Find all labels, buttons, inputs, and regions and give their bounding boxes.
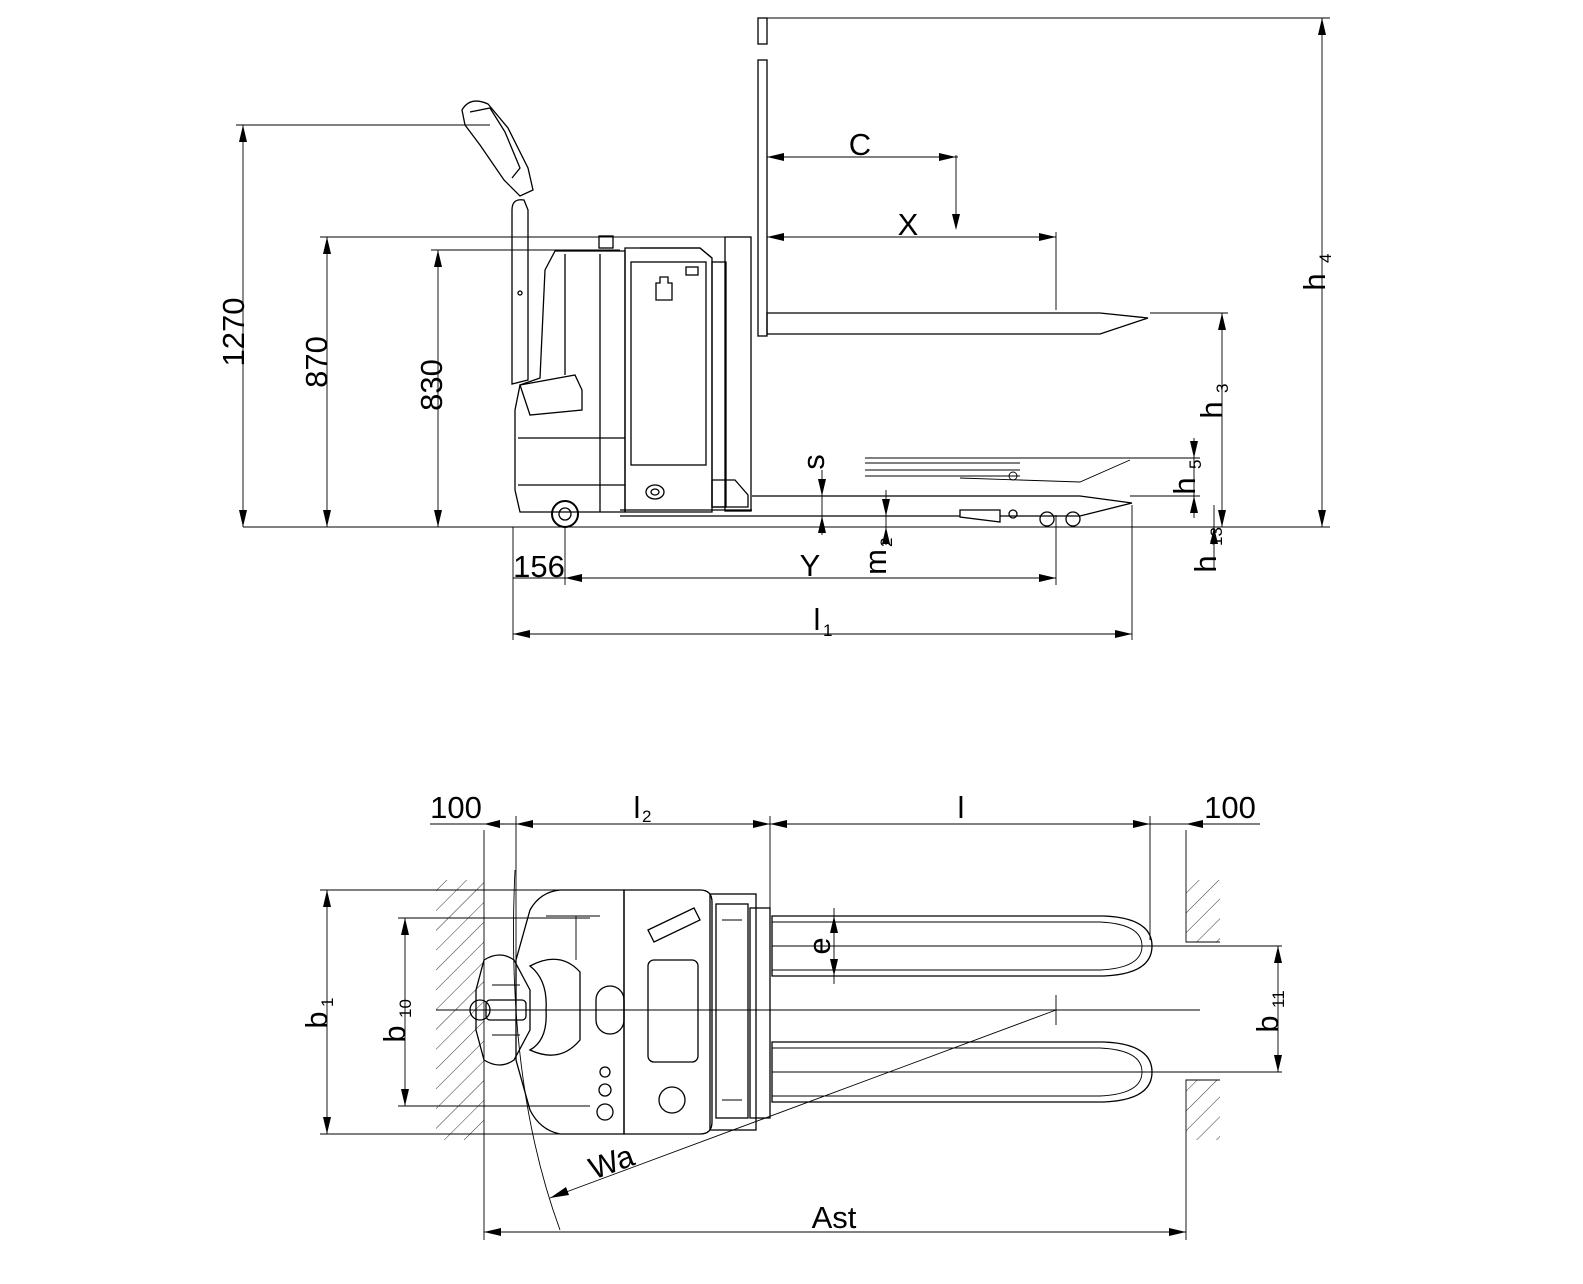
label-X: X (898, 207, 919, 242)
label-e: e (802, 937, 837, 954)
dim-top-row: 100 l 2 l 100 (430, 790, 1260, 960)
label-l: l (958, 790, 965, 825)
label-b11: b (1250, 1015, 1285, 1032)
label-s: s (796, 454, 831, 470)
drive-top (515, 889, 625, 1135)
label-156: 156 (513, 549, 565, 584)
wall-right-bottom (1186, 1080, 1220, 1140)
dim-X: X (767, 207, 1057, 310)
label-Ast: Ast (812, 1200, 857, 1235)
drive-wheel (551, 500, 579, 528)
dim-h4: h 4 (767, 17, 1335, 527)
label-b1-sub: 1 (318, 998, 337, 1007)
side-view: 1270 870 830 C (216, 17, 1335, 640)
dim-l1: l 1 (513, 505, 1133, 640)
label-l1: l (814, 602, 821, 637)
label-b10: b (377, 1025, 412, 1042)
label-l2-sub: 2 (642, 807, 651, 826)
label-C: C (849, 127, 871, 162)
turning-radius-arc (513, 869, 561, 1231)
label-100-left: 100 (430, 790, 482, 825)
label-h4-sub: 4 (1316, 254, 1335, 263)
label-h13-sub: 13 (1207, 527, 1226, 546)
label-870: 870 (299, 336, 334, 388)
dim-b11: b 11 (1250, 946, 1288, 1072)
label-h3-sub: 3 (1213, 384, 1232, 393)
label-l2: l (634, 790, 641, 825)
label-h13: h (1188, 555, 1223, 572)
dim-Ast: Ast (483, 1140, 1186, 1240)
dim-C: C (767, 127, 960, 230)
label-1270: 1270 (216, 298, 251, 367)
dim-830: 830 (414, 249, 620, 527)
label-h5: h (1167, 477, 1202, 494)
label-l1-sub: 1 (823, 621, 832, 640)
label-Wa: Wa (584, 1138, 639, 1187)
dim-h13: h 13 (1188, 505, 1226, 573)
battery-top (623, 889, 713, 1135)
top-view: Wa 100 l 2 l 100 e (299, 790, 1288, 1240)
wa-radius-line (549, 1009, 1057, 1199)
forks-lowered (865, 457, 1131, 483)
dim-1270: 1270 (216, 124, 490, 527)
dim-m2: m 2 (858, 490, 896, 575)
drive-unit (514, 235, 713, 528)
wall-right-top (1186, 880, 1220, 942)
mast (724, 17, 768, 512)
dim-156-Y: 156 Y (512, 515, 1057, 640)
carriage-top (709, 893, 771, 1131)
dim-s: s (796, 454, 831, 535)
dim-e: e (802, 908, 838, 984)
label-b11-sub: 11 (1269, 990, 1288, 1008)
base-arms (620, 495, 1133, 527)
label-h4: h (1297, 273, 1332, 290)
dim-h3: h 3 (1150, 312, 1232, 527)
dim-b1: b 1 (299, 889, 560, 1135)
label-100-right: 100 (1204, 790, 1256, 825)
dim-b10: b 10 (377, 917, 590, 1107)
label-b10-sub: 10 (396, 999, 415, 1018)
forks-raised (766, 312, 1149, 335)
tiller (461, 100, 534, 385)
label-m2: m (858, 549, 893, 575)
label-b1: b (299, 1011, 334, 1028)
label-Y: Y (800, 548, 821, 583)
tiller-head-top (469, 954, 531, 1066)
label-h5-sub: 5 (1186, 460, 1205, 469)
dim-h5: h 5 (1130, 438, 1205, 518)
battery-housing (624, 247, 749, 513)
label-830: 830 (414, 359, 449, 411)
label-h3: h (1194, 401, 1229, 418)
dim-870: 870 (299, 236, 728, 527)
forks-top (771, 915, 1282, 1103)
label-m2-sub: 2 (877, 538, 896, 547)
